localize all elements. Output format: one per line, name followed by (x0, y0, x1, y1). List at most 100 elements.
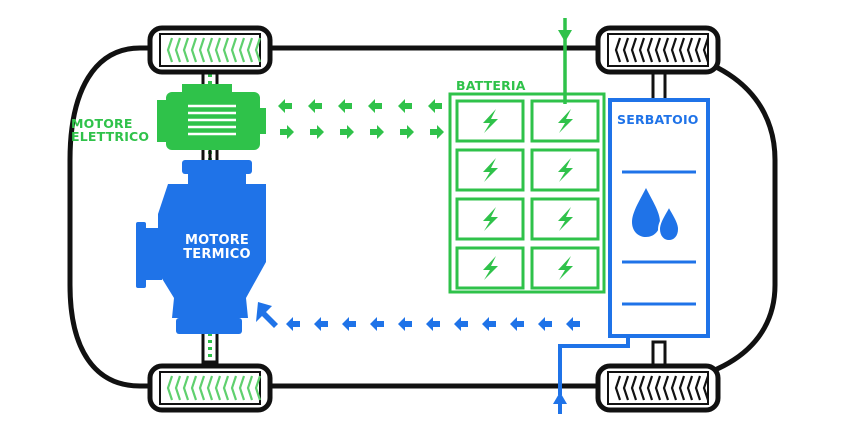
tire-tread (182, 37, 190, 63)
tire-tread (662, 37, 670, 63)
tire-tread (702, 37, 710, 63)
tire-tread (222, 37, 230, 63)
tire-tread (646, 37, 654, 63)
arrow-left-icon (538, 317, 552, 331)
lightning-bolt-icon (483, 158, 498, 182)
tire-tread (214, 37, 222, 63)
tire-front-left (147, 25, 273, 75)
tire-tread (638, 375, 646, 401)
arrow-right-icon (430, 125, 444, 139)
battery-label: BATTERIA (456, 78, 526, 93)
lightning-bolt-icon (483, 109, 498, 133)
water-drops-icon (632, 188, 681, 243)
electric-motor-label-line2: ELETTRICO (71, 129, 150, 145)
tire-tread (678, 37, 686, 63)
tire-tread (254, 375, 262, 401)
arrow-left-icon (510, 317, 524, 331)
arrow-left-icon (286, 317, 300, 331)
tire-tread (222, 375, 230, 401)
tire-tread (654, 37, 662, 63)
tire-tread (630, 37, 638, 63)
tire-tread (198, 375, 206, 401)
battery-cell (455, 197, 525, 241)
electric-motor-label: MOTORE ELETTRICO (71, 117, 149, 143)
tire-tread (198, 37, 206, 63)
arrow-left-icon (428, 99, 442, 113)
arrow-left-icon (398, 317, 412, 331)
tank-label: SERBATOIO (617, 112, 699, 127)
lightning-bolt-icon (483, 207, 498, 231)
thermal-engine-label-line2: TERMICO (183, 246, 251, 262)
tire-tread (182, 375, 190, 401)
arrow-up-icon (553, 392, 567, 414)
tire-tread (230, 375, 238, 401)
thermal-engine-label: MOTORE TERMICO (172, 234, 262, 261)
lightning-bolt-icon (558, 256, 573, 280)
tire-tread (670, 37, 678, 63)
arrow-left-icon (426, 317, 440, 331)
electric-motor-label-line1: MOTORE (71, 116, 133, 131)
tire-tread (638, 37, 646, 63)
tire-tread (238, 375, 246, 401)
tire-tread (614, 37, 622, 63)
tire-tread (190, 375, 198, 401)
tire-tread (214, 375, 222, 401)
tire-tread (206, 375, 214, 401)
tire-tread (206, 37, 214, 63)
arrow-left-icon (398, 99, 412, 113)
arrow-down-icon (558, 18, 572, 104)
arrow-left-icon (314, 317, 328, 331)
tire-tread (622, 37, 630, 63)
tire-tread (686, 37, 694, 63)
tire-tread (166, 375, 174, 401)
tire-rear-bottom (595, 363, 721, 413)
tire-tread (246, 37, 254, 63)
arrow-right-icon (370, 125, 384, 139)
arrow-left-icon (368, 99, 382, 113)
lightning-bolt-icon (558, 109, 573, 133)
electric-flow-to-battery (280, 125, 444, 139)
tire-tread (614, 375, 622, 401)
arrow-left-icon (482, 317, 496, 331)
fuel-flow-to-engine (256, 302, 580, 331)
tire-tread (622, 375, 630, 401)
arrow-up-left-icon (256, 302, 278, 328)
arrow-left-icon (342, 317, 356, 331)
tire-tread (630, 375, 638, 401)
thermal-engine-label-line1: MOTORE (185, 233, 249, 248)
tire-tread (174, 375, 182, 401)
tire-tread (646, 375, 654, 401)
battery-pack (448, 92, 606, 294)
lightning-bolt-icon (483, 256, 498, 280)
tire-tread (662, 375, 670, 401)
tire-tread (686, 375, 694, 401)
arrow-left-icon (278, 99, 292, 113)
lightning-bolt-icon (558, 207, 573, 231)
tire-tread (694, 37, 702, 63)
tire-tread (254, 37, 262, 63)
electric-flow-to-motor (278, 99, 442, 113)
arrow-left-icon (370, 317, 384, 331)
arrow-left-icon (566, 317, 580, 331)
tire-tread (678, 375, 686, 401)
tire-tread (238, 37, 246, 63)
tire-tread (654, 375, 662, 401)
lightning-bolt-icon (558, 158, 573, 182)
arrow-left-icon (308, 99, 322, 113)
arrow-right-icon (280, 125, 294, 139)
tire-tread (702, 375, 710, 401)
arrow-right-icon (340, 125, 354, 139)
tire-tread (190, 37, 198, 63)
tire-tread (670, 375, 678, 401)
tire-tread (230, 37, 238, 63)
tire-tread (694, 375, 702, 401)
arrow-right-icon (310, 125, 324, 139)
tire-tread (246, 375, 254, 401)
battery-cell (455, 246, 525, 290)
arrow-left-icon (338, 99, 352, 113)
battery-cell (530, 246, 600, 290)
fuel-tank (558, 98, 710, 395)
arrow-left-icon (454, 317, 468, 331)
electric-motor (157, 84, 266, 165)
